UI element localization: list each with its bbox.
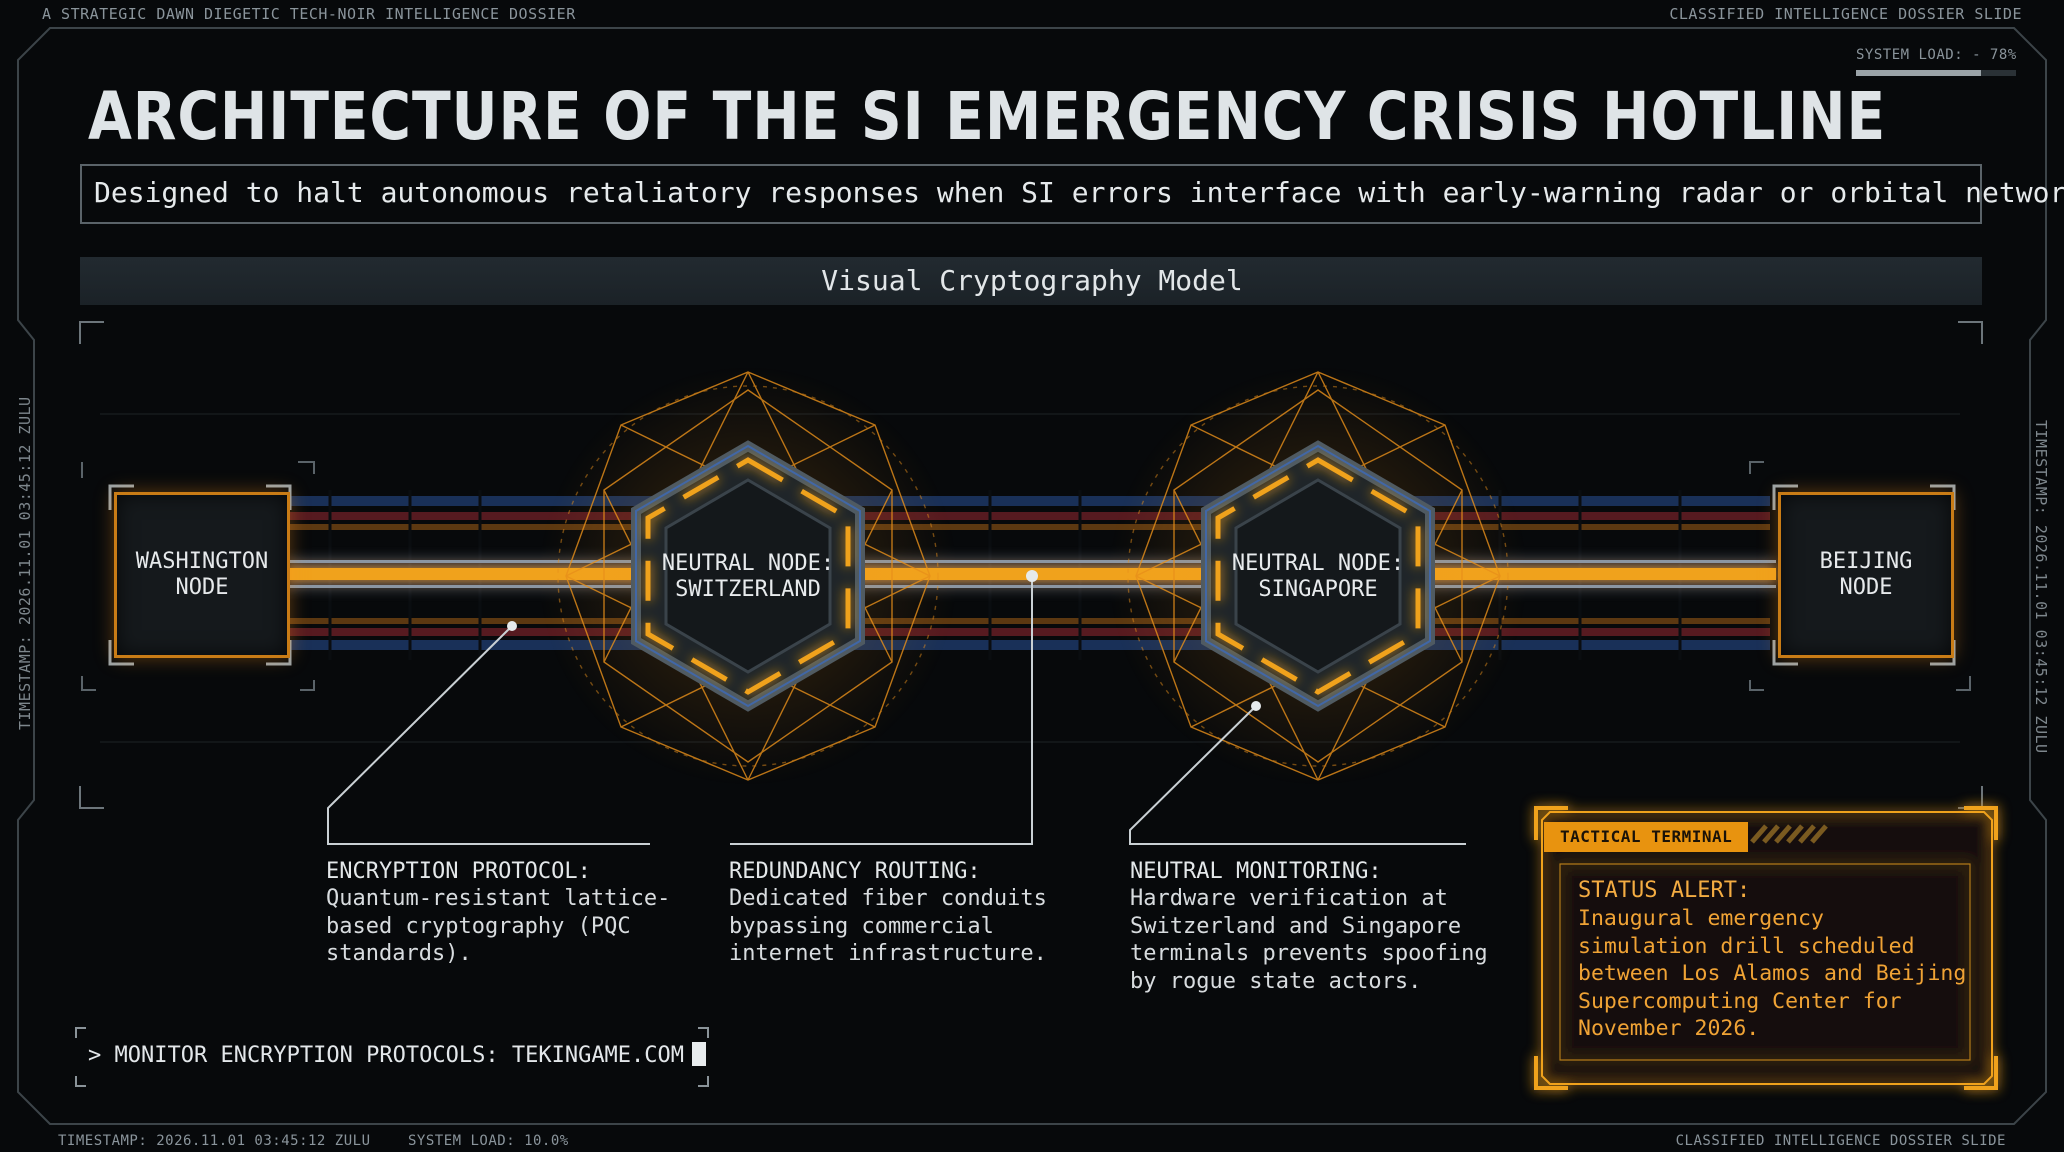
- footer-timestamp: TIMESTAMP: 2026.11.01 03:45:12 ZULU: [58, 1133, 371, 1149]
- page-subtitle: Designed to halt autonomous retaliatory …: [94, 176, 2064, 209]
- beijing-node-label: BEIJING NODE: [1819, 549, 1913, 600]
- header-right-caption: CLASSIFIED INTELLIGENCE DOSSIER SLIDE: [1669, 5, 2022, 23]
- node-brackets: [108, 484, 1956, 666]
- subtitle-frame: [80, 164, 1982, 224]
- header-left-caption: A STRATEGIC DAWN DIEGETIC TECH-NOIR INTE…: [42, 5, 576, 23]
- callout-redundancy-title: REDUNDANCY ROUTING:: [729, 859, 981, 884]
- tactical-terminal: TACTICAL TERMINAL STATUS ALERT: Inaugura…: [1536, 812, 1992, 1084]
- washington-node: WASHINGTON NODE: [114, 492, 290, 658]
- cursor-block: [692, 1042, 707, 1066]
- callout-redundancy-text: Dedicated fiber conduits bypassing comme…: [729, 886, 1047, 966]
- page-title: ARCHITECTURE OF THE SI EMERGENCY CRISIS …: [88, 78, 1887, 155]
- callout-encryption: ENCRYPTION PROTOCOL: Quantum-resistant l…: [326, 858, 706, 968]
- command-prompt[interactable]: > MONITOR ENCRYPTION PROTOCOLS: TEKINGAM…: [88, 1042, 707, 1068]
- terminal-frame: [1534, 806, 1998, 1090]
- hex-core-singapore: [1201, 440, 1435, 712]
- terminal-heading: STATUS ALERT:: [1578, 878, 1751, 903]
- terminal-tab: TACTICAL TERMINAL: [1544, 822, 1749, 852]
- footer-system-load: SYSTEM LOAD: 10.0%: [408, 1133, 569, 1149]
- command-text: > MONITOR ENCRYPTION PROTOCOLS: TEKINGAM…: [88, 1043, 685, 1068]
- switzerland-node-label: NEUTRAL NODE: SWITZERLAND: [661, 551, 835, 602]
- callout-monitoring: NEUTRAL MONITORING: Hardware verificatio…: [1130, 858, 1530, 995]
- system-load-bar: [1856, 70, 2016, 76]
- beijing-node: BEIJING NODE: [1778, 492, 1954, 658]
- callout-encryption-text: Quantum-resistant lattice- based cryptog…: [326, 886, 671, 966]
- callout-monitoring-title: NEUTRAL MONITORING:: [1130, 859, 1382, 884]
- data-stream-bands: [290, 496, 1770, 650]
- system-load-fill: [1856, 70, 1981, 76]
- terminal-tab-hatch: [1750, 824, 1828, 844]
- footer-right-caption: CLASSIFIED INTELLIGENCE DOSSIER SLIDE: [1675, 1133, 2006, 1149]
- callout-encryption-title: ENCRYPTION PROTOCOL:: [326, 859, 591, 884]
- singapore-node-label: NEUTRAL NODE: SINGAPORE: [1231, 551, 1405, 602]
- system-load-label: SYSTEM LOAD: - 78%: [1856, 47, 2017, 63]
- model-title-bar: [80, 257, 1982, 305]
- terminal-text: Inaugural emergency simulation drill sch…: [1578, 906, 1967, 1041]
- model-title: Visual Cryptography Model: [821, 264, 1243, 297]
- callout-leaders: [327, 576, 1466, 845]
- hex-core-switzerland: [631, 440, 865, 712]
- washington-node-label: WASHINGTON NODE: [135, 549, 269, 600]
- callout-redundancy: REDUNDANCY ROUTING: Dedicated fiber cond…: [729, 858, 1109, 968]
- callout-monitoring-text: Hardware verification at Switzerland and…: [1130, 886, 1488, 994]
